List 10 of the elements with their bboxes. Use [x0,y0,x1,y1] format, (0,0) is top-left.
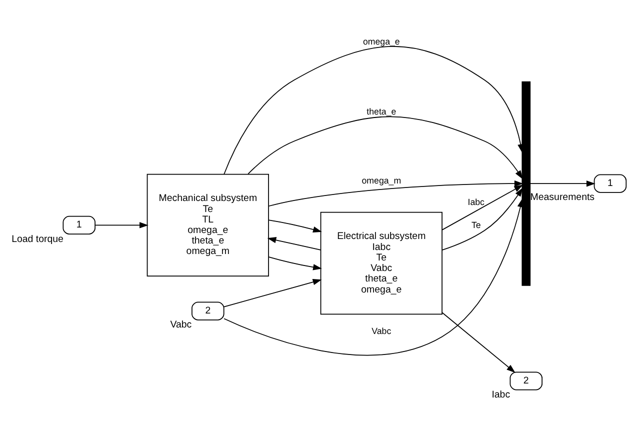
edge-label: omega_e [362,36,400,46]
node-label: Vabc [170,319,192,330]
node-label: Load torque [12,233,64,244]
edge-label: theta_e [366,106,396,116]
edge-label: Te [471,219,481,230]
edge-label: Vabc [372,326,392,336]
edge-label: Iabc [468,196,484,206]
node-label: Iabc [492,389,510,400]
edge-label: omega_m [362,175,402,186]
node-label: Measurements [530,192,595,203]
